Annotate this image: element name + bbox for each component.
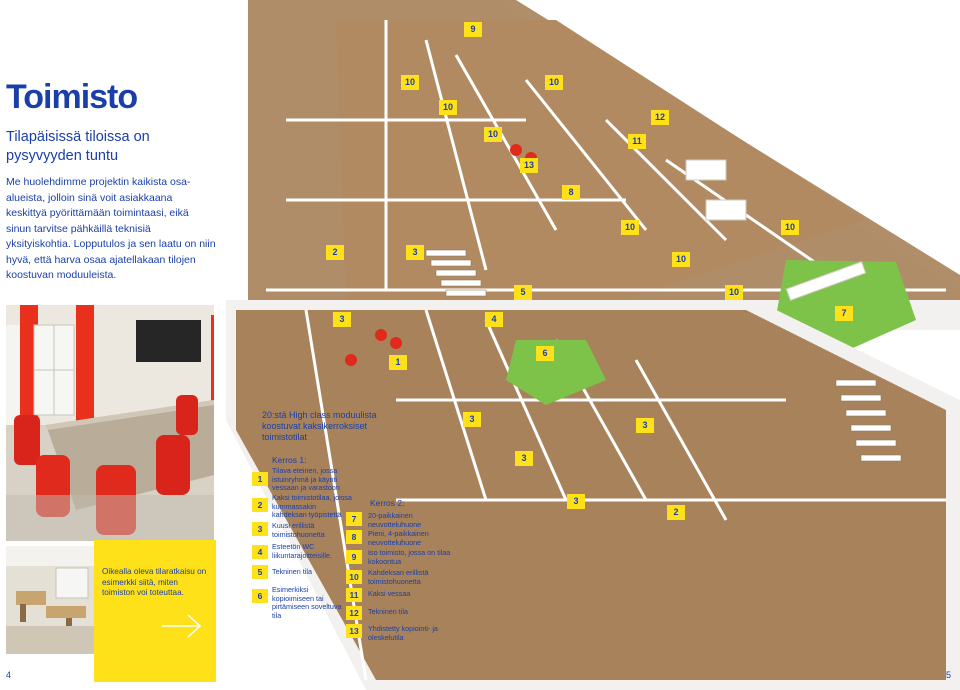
legend-text: Kuusi erillistä toimistohuonetta [272, 521, 325, 539]
plan-badge: 10 [401, 75, 419, 90]
plan-badge: 10 [621, 220, 639, 235]
plan-caption: 20:stä High class moduulista koostuvat k… [262, 410, 377, 442]
plan-badge: 2 [326, 245, 344, 260]
page-title: Toimisto [6, 78, 138, 116]
plan-badge: 2 [667, 505, 685, 520]
legend-number: 8 [346, 530, 362, 544]
plan-badge: 4 [485, 312, 503, 327]
plan-badge: 7 [835, 306, 853, 321]
legend-number: 6 [252, 589, 268, 603]
legend-number: 12 [346, 606, 362, 620]
legend-text: Iso toimisto, jossa on tilaa kokoontua [368, 548, 451, 566]
legend-text: Esteetön WC liikuntarajoitteisille. [272, 542, 332, 560]
legend-text: Kaksi vessaa [368, 589, 411, 598]
plan-badge: 6 [536, 346, 554, 361]
legend-floor2-title: Kerros 2: [370, 498, 405, 508]
plan-badge: 10 [672, 252, 690, 267]
legend-number: 10 [346, 570, 362, 584]
plan-badge: 5 [514, 285, 532, 300]
plan-badge: 3 [333, 312, 351, 327]
legend-number: 4 [252, 545, 268, 559]
intro-paragraph: Me huolehdimme projektin kaikista osa-al… [6, 176, 216, 281]
legend-text: Yhdistetty kopiointi- ja oleskelutila [368, 624, 438, 642]
plan-badge: 3 [636, 418, 654, 433]
legend-number: 13 [346, 624, 362, 638]
plan-badge: 10 [725, 285, 743, 300]
plan-badge: 1 [389, 355, 407, 370]
plan-badge: 3 [406, 245, 424, 260]
meeting-room-photo [6, 305, 214, 541]
plan-badge: 10 [781, 220, 799, 235]
page-subtitle: Tilapäisissä tiloissa on pysyvyyden tunt… [6, 129, 150, 164]
plan-badge: 11 [628, 134, 646, 149]
legend-text: Kahdeksan erillistä toimistohuonetta [368, 568, 429, 586]
legend-text: Esimerkiksi kopioimiseen tai pirtämiseen… [272, 585, 342, 620]
legend-text: Tekninen tila [368, 607, 408, 616]
arrow-right-icon [162, 614, 202, 638]
legend-text: Tilava eteinen, jossa istuinryhmä ja käy… [272, 466, 340, 493]
photo-caption-card: Oikealla oleva tilaratkaisu on esimerkki… [94, 540, 216, 682]
photo-caption: Oikealla oleva tilaratkaisu on esimerkki… [102, 567, 207, 597]
plan-badge: 10 [545, 75, 563, 90]
legend-text: Pieni, 4-paikkainen neuvotteluhuone [368, 529, 429, 547]
legend-text: Kaksi toimistotilaa, joissa kummassakin … [272, 493, 352, 520]
legend-number: 11 [346, 588, 362, 602]
legend-floor1-title: Kerros 1: [272, 455, 307, 465]
plan-badge: 3 [463, 412, 481, 427]
page-number-left: 4 [6, 670, 12, 680]
plan-badge: 10 [439, 100, 457, 115]
legend-number: 1 [252, 472, 268, 486]
plan-badge: 10 [484, 127, 502, 142]
legend-number: 2 [252, 498, 268, 512]
floor-plan-illustration: 9 10 10 10 12 10 11 13 8 10 10 2 3 10 5 … [226, 0, 960, 690]
open-office-photo [6, 546, 94, 654]
plan-badge: 13 [520, 158, 538, 173]
page-number-right: 5 [946, 670, 952, 680]
plan-badge: 3 [515, 451, 533, 466]
legend-text: 20-paikkainen neuvotteluhuone [368, 511, 422, 529]
left-column: Toimisto Tilapäisissä tiloissa on pysyvy… [0, 0, 220, 690]
legend-text: Tekninen tila [272, 567, 312, 576]
plan-badge: 12 [651, 110, 669, 125]
legend-number: 5 [252, 565, 268, 579]
legend-number: 7 [346, 512, 362, 526]
legend-number: 3 [252, 522, 268, 536]
legend-number: 9 [346, 550, 362, 564]
plan-badge: 3 [567, 494, 585, 509]
plan-badge: 8 [562, 185, 580, 200]
plan-badge: 9 [464, 22, 482, 37]
